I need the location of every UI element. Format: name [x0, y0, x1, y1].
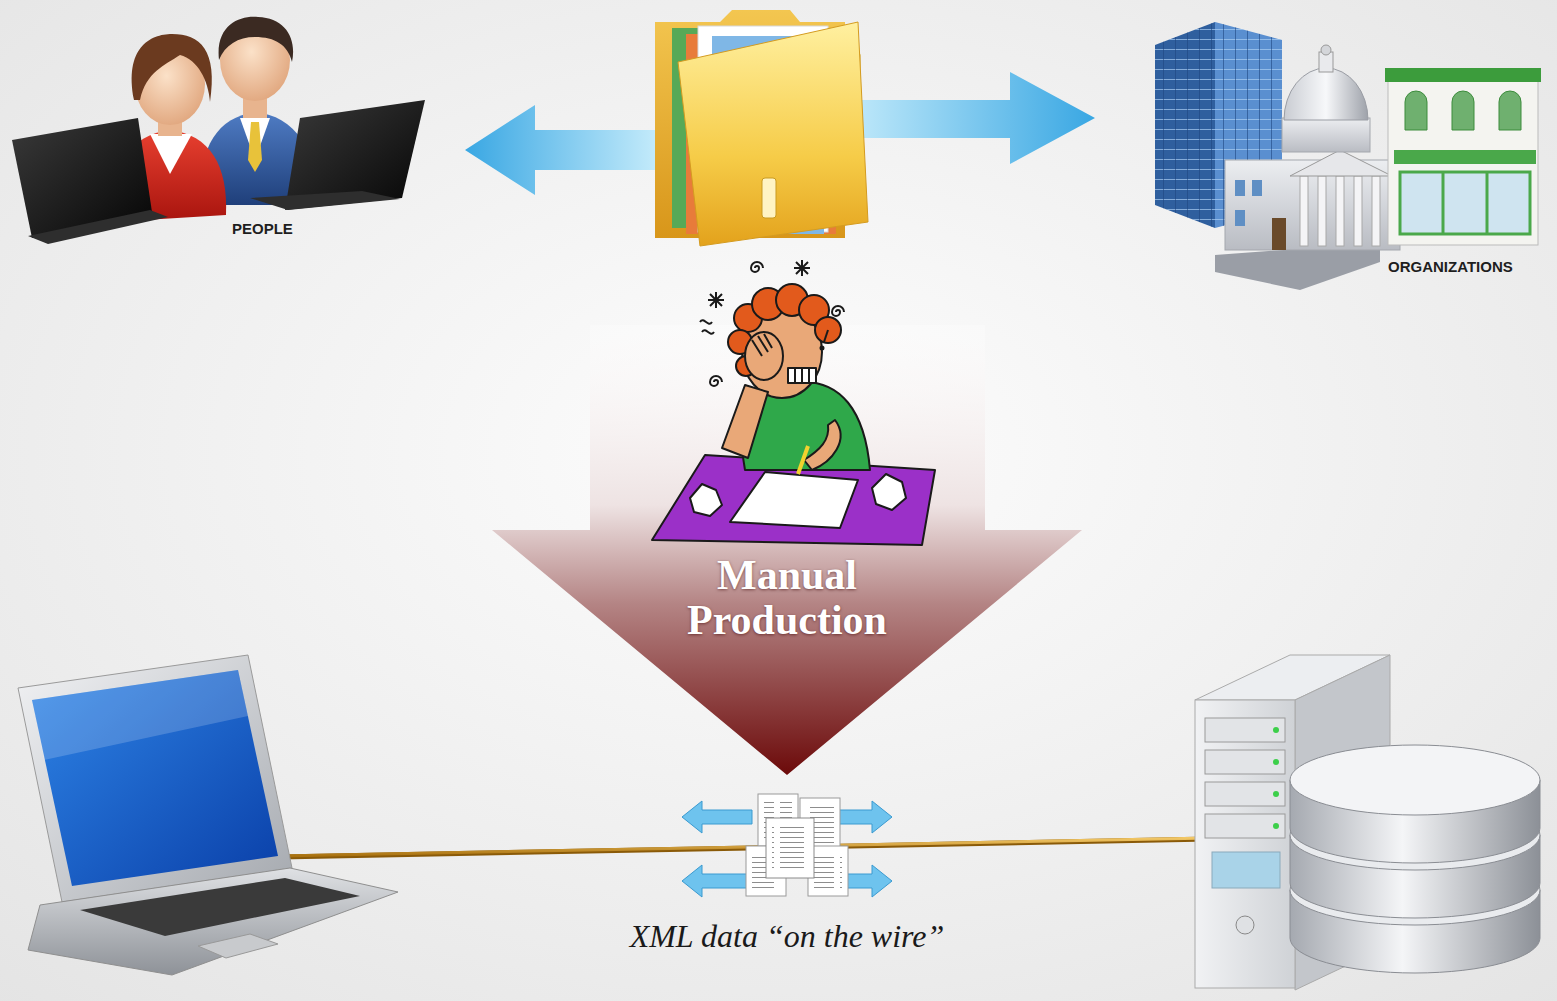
wire — [280, 839, 1210, 857]
wire — [280, 838, 1210, 856]
icon-label: PEOPLE — [232, 220, 293, 237]
folder-illustration — [655, 10, 868, 246]
double-arrow-right — [840, 72, 1095, 164]
database-illustration — [1290, 745, 1540, 973]
organizations-illustration — [1155, 22, 1541, 290]
icon-label: ORGANIZATIONS — [1388, 258, 1513, 275]
xml-data-icon — [682, 794, 892, 897]
organizations-icon: ORGANIZATIONS — [1150, 10, 1550, 300]
double-arrow-left — [465, 105, 660, 195]
people-illustration — [12, 17, 425, 244]
arrow-label: Manual Production — [657, 553, 917, 644]
people-icon: PEOPLE — [10, 40, 430, 243]
caption-label: XML data “on the wire” — [630, 918, 945, 955]
label-slot: XML data “on the wire” — [437, 918, 1137, 955]
laptop-illustration — [18, 655, 398, 975]
